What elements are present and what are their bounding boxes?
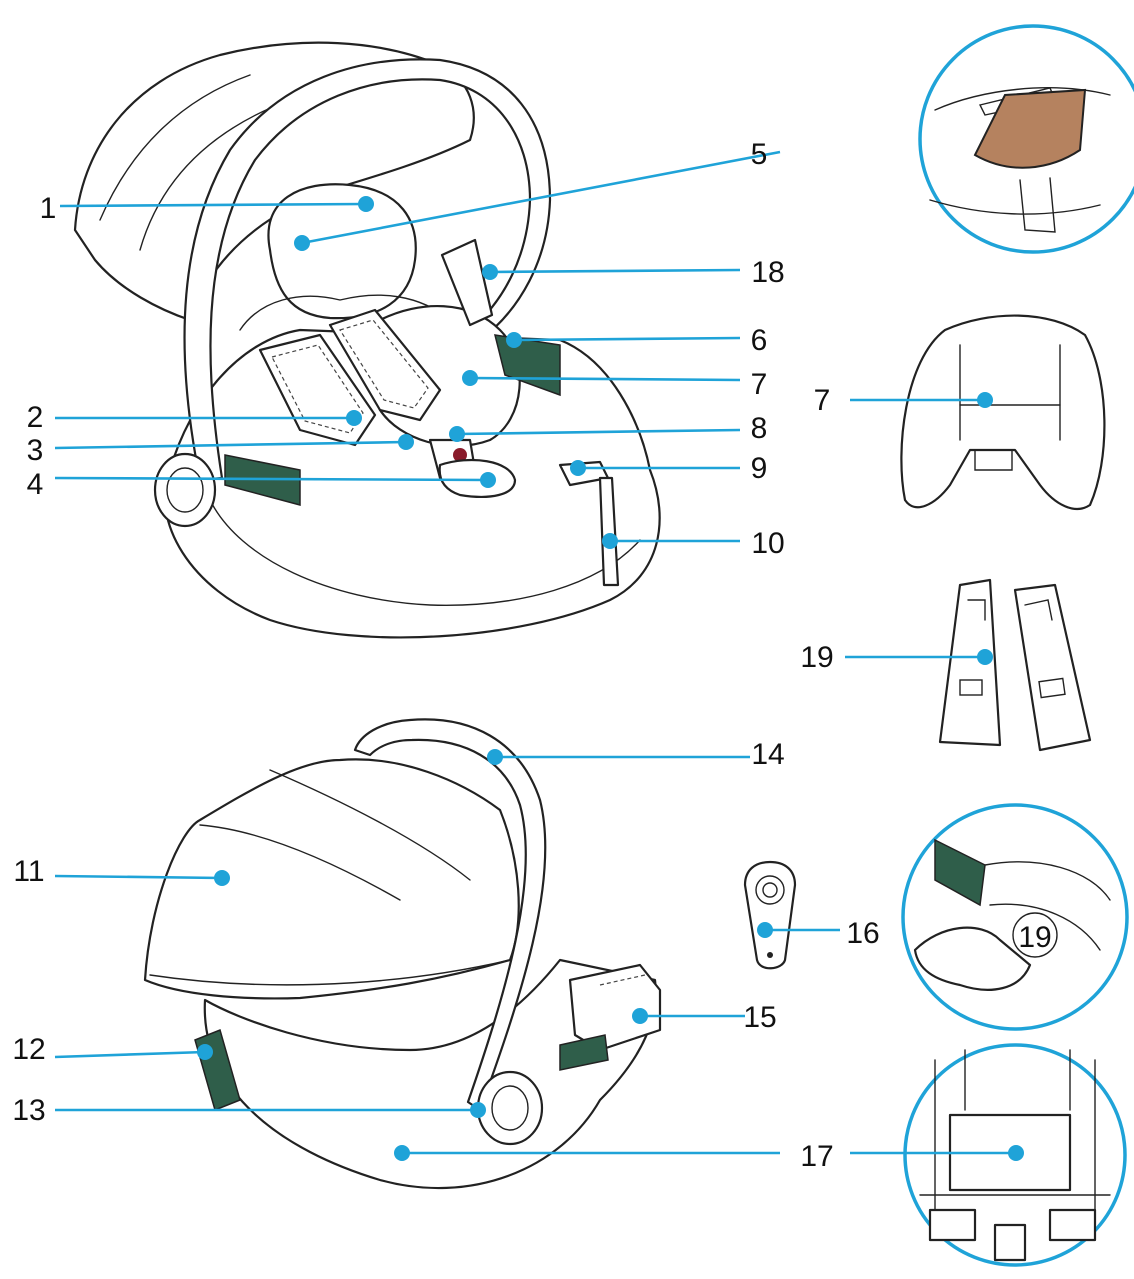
car-seat-rear-view (143, 718, 662, 1190)
label-19: 19 (800, 641, 833, 674)
label-15: 15 (743, 1001, 776, 1034)
callout-dot-11 (214, 870, 230, 886)
callout-labels: 1 2 3 4 5 6 7 7 8 9 10 18 19 14 11 16 19… (12, 138, 1051, 1173)
label-17: 17 (800, 1140, 833, 1173)
callout-line-5 (301, 150, 781, 245)
callout-dot-2 (346, 410, 362, 426)
callout-dot-4 (480, 472, 496, 488)
inset-belt-guide (918, 24, 1134, 254)
label-8: 8 (751, 412, 768, 445)
label-18: 18 (751, 256, 784, 289)
callout-dot-10 (602, 533, 618, 549)
callout-dot-5 (294, 235, 310, 251)
inset-adjust (901, 803, 1129, 1031)
label-12: 12 (12, 1033, 45, 1066)
callout-dot-1 (358, 196, 374, 212)
callout-dot-17 (394, 1145, 410, 1161)
callout-line-11 (54, 874, 223, 880)
label-6: 6 (751, 324, 768, 357)
callout-dot-9 (570, 460, 586, 476)
seat-insert-detail (900, 314, 1106, 510)
foot-grip (559, 1034, 609, 1071)
label-19-inset: 19 (1018, 921, 1051, 954)
side-grip-right (493, 334, 561, 397)
callout-line-8 (456, 428, 741, 436)
car-seat-front-view (73, 41, 661, 639)
callout-dot-14 (487, 749, 503, 765)
label-7: 7 (751, 368, 768, 401)
callout-line-3 (54, 440, 407, 450)
callout-dot-7-insert (977, 392, 993, 408)
label-14: 14 (751, 738, 784, 771)
callout-dot-8 (449, 426, 465, 442)
callout-line-7 (469, 376, 741, 382)
buckle-button (453, 448, 467, 462)
callout-line-18 (489, 268, 741, 274)
label-9: 9 (751, 452, 768, 485)
callout-line-6 (513, 336, 741, 342)
label-4: 4 (27, 468, 44, 501)
label-11: 11 (13, 855, 44, 888)
callout-dot-17-inset (1008, 1145, 1024, 1161)
label-16: 16 (846, 917, 879, 950)
label-7-insert: 7 (814, 384, 831, 417)
callout-dot-18 (482, 264, 498, 280)
inset-grip (934, 838, 986, 907)
callout-line-1 (59, 202, 367, 208)
callout-dot-6 (506, 332, 522, 348)
label-13: 13 (12, 1094, 45, 1127)
label-2: 2 (27, 401, 44, 434)
callout-dot-12 (197, 1044, 213, 1060)
label-1: 1 (40, 192, 57, 225)
callout-line-4 (54, 476, 489, 482)
callout-dot-7 (462, 370, 478, 386)
callout-line-12 (54, 1050, 206, 1059)
callout-dot-16 (757, 922, 773, 938)
belt-guide (973, 88, 1087, 169)
label-10: 10 (751, 527, 784, 560)
label-5: 5 (751, 138, 768, 171)
label-3: 3 (27, 434, 44, 467)
callout-dot-15 (632, 1008, 648, 1024)
callout-lines (54, 150, 1024, 1161)
callout-dot-13 (470, 1102, 486, 1118)
seat-adapters (938, 578, 1092, 752)
strap-clip (743, 860, 797, 970)
callout-dot-3 (398, 434, 414, 450)
callout-dot-19 (977, 649, 993, 665)
